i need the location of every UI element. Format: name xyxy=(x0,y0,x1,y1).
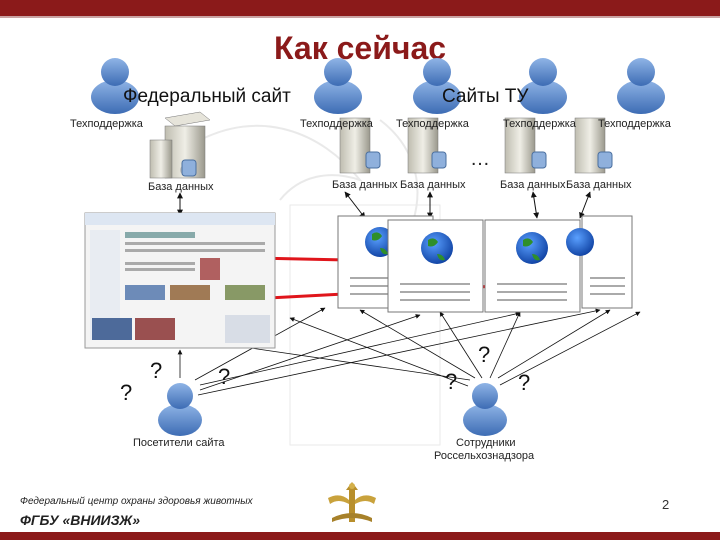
support-person-icon-5 xyxy=(617,58,665,114)
support-person-icon-4 xyxy=(519,58,567,114)
tu-db-label-1: База данных xyxy=(332,179,398,191)
tu-site-doc-3 xyxy=(484,219,581,313)
question-mark-3: ? xyxy=(218,364,231,389)
tu-server-icon-2 xyxy=(407,117,447,174)
page-number: 2 xyxy=(662,497,670,512)
staff-label-line2: Россельхознадзора xyxy=(434,450,535,462)
footer-org-short: ФГБУ «ВНИИЗЖ» xyxy=(20,512,141,528)
staff-person-icon xyxy=(463,383,507,436)
support-person-icon-2 xyxy=(314,58,362,114)
server-arrows xyxy=(177,191,591,219)
tu-db-label-2: База данных xyxy=(400,179,466,191)
footer-org-full: Федеральный центр охраны здоровья животн… xyxy=(20,496,253,507)
top-band-line xyxy=(0,16,720,18)
top-band xyxy=(0,0,720,16)
question-mark-4: ? xyxy=(445,369,458,394)
federal-server-label: Техподдержка xyxy=(70,118,143,130)
visitors-label: Посетители сайта xyxy=(133,437,225,449)
tu-server-label-4: Техподдержка xyxy=(598,118,671,130)
question-mark-2: ? xyxy=(150,358,163,383)
question-mark-5: ? xyxy=(478,342,491,367)
more-sites-ellipsis: … xyxy=(470,148,490,170)
tu-db-label-4: База данных xyxy=(566,179,632,191)
tu-db-label-3: База данных xyxy=(500,179,566,191)
tu-sites-heading: Сайты ТУ xyxy=(442,86,529,107)
tu-server-label-1: Техподдержка xyxy=(300,118,373,130)
support-person-icon-3 xyxy=(413,58,461,114)
support-person-icon-1 xyxy=(91,58,139,114)
question-mark-1: ? xyxy=(120,380,133,405)
tu-server-label-2: Техподдержка xyxy=(396,118,469,130)
tu-server-icon-3 xyxy=(504,117,547,174)
federal-site-heading: Федеральный сайт xyxy=(123,86,291,107)
bottom-band xyxy=(0,532,720,540)
emblem-logo xyxy=(328,482,376,522)
visitor-arrows xyxy=(177,307,641,396)
federal-server-icon xyxy=(149,111,211,179)
visitor-person-icon xyxy=(158,383,202,436)
tu-server-icon-4 xyxy=(574,117,613,174)
tu-server-icon-1 xyxy=(339,117,381,174)
tu-server-label-3: Техподдержка xyxy=(503,118,576,130)
staff-label-line1: Сотрудники xyxy=(456,437,516,449)
federal-db-label: База данных xyxy=(148,181,214,193)
federal-site-screenshot xyxy=(84,212,276,349)
tu-site-doc-4 xyxy=(566,215,633,309)
slide-title: Как сейчас xyxy=(273,30,447,66)
question-mark-6: ? xyxy=(518,370,531,395)
tu-site-doc-2 xyxy=(387,219,484,313)
